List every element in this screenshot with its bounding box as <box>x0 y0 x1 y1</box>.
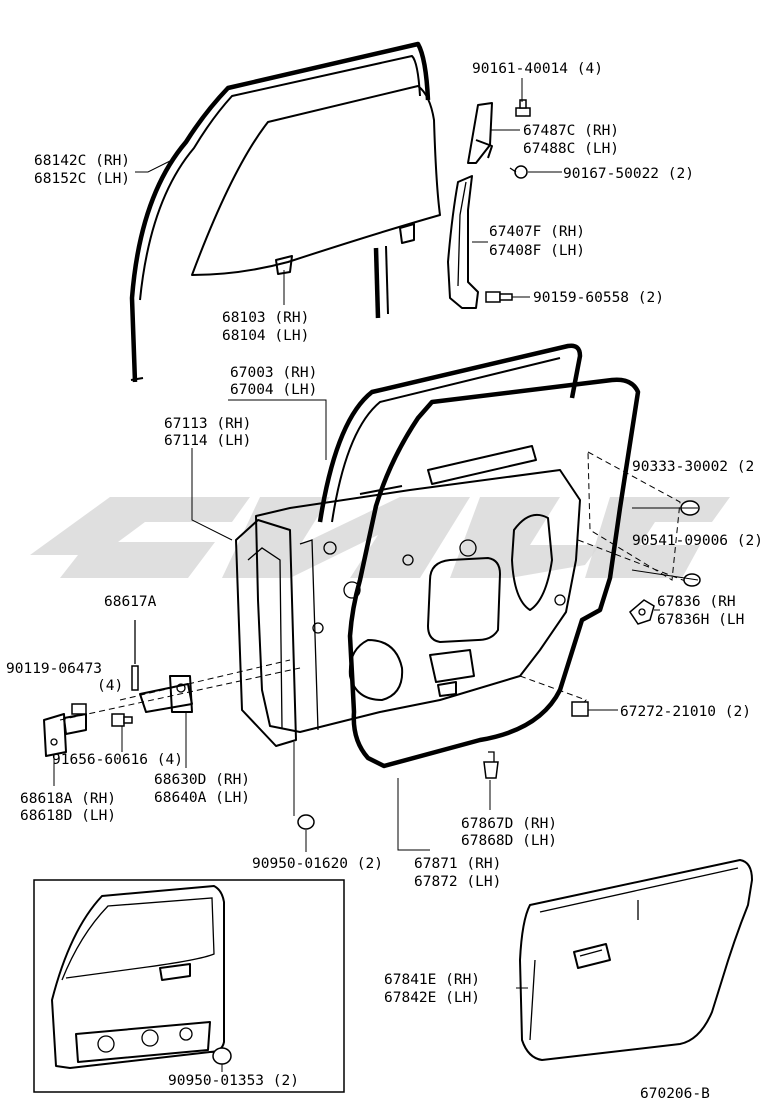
cover-67836 <box>629 599 655 625</box>
label-68640a: 68640A (LH) <box>154 790 250 806</box>
garnish-67487c <box>467 102 493 164</box>
door-hinge-pillar-inner <box>247 539 319 731</box>
label-91656: 91656-60616 (4) <box>52 752 183 768</box>
label-67408f: 67408F (LH) <box>489 243 585 259</box>
label-67841e: 67841E (RH) <box>384 972 480 988</box>
run-channel-inner <box>130 55 421 381</box>
inset-door-outline <box>51 885 225 1069</box>
dashed-guide-hinge <box>59 659 301 721</box>
label-67836h: 67836H (LH <box>657 612 744 628</box>
glass-clip-right <box>399 223 415 244</box>
label-67004: 67004 (LH) <box>230 382 317 398</box>
mount-hole-5 <box>554 594 566 606</box>
hinge-68618a <box>43 713 87 757</box>
bolt-90161 <box>515 99 531 117</box>
screw-90159 <box>485 291 513 303</box>
division-bar-inner <box>457 181 467 287</box>
label-90950-01353: 90950-01353 (2) <box>168 1073 299 1089</box>
label-67272: 67272-21010 (2) <box>620 704 751 720</box>
label-68104: 68104 (LH) <box>222 328 309 344</box>
door-frame-inner <box>331 357 561 523</box>
door-frame-67003 <box>317 343 583 523</box>
trim-board-inner <box>529 867 739 1041</box>
leader-lines <box>53 78 699 1072</box>
access-hole-right <box>511 514 553 611</box>
label-67842e: 67842E (LH) <box>384 990 480 1006</box>
label-67836: 67836 (RH <box>657 594 736 610</box>
rear-rail-inner <box>385 245 389 315</box>
hinge-68630d <box>139 675 193 713</box>
plug-90950-01353 <box>212 1047 232 1065</box>
rear-rail <box>373 247 381 319</box>
door-inner-panel-67113 <box>255 469 581 733</box>
bolt-90119 <box>71 703 87 715</box>
garnish-67487c-detail <box>475 139 493 159</box>
screw-90167 <box>509 165 528 179</box>
belt-molding-rail <box>359 445 537 495</box>
label-67487c: 67487C (RH) <box>523 123 619 139</box>
clip-90541 <box>683 573 701 587</box>
label-68142c: 68142C (RH) <box>34 153 130 169</box>
label-67867d: 67867D (RH) <box>461 816 557 832</box>
run-channel-68142c <box>129 41 431 383</box>
armrest-pull-handle <box>573 943 611 969</box>
mount-hole-2 <box>323 541 337 555</box>
glass-clip-left <box>275 255 293 275</box>
label-90950-01620: 90950-01620 (2) <box>252 856 383 872</box>
label-67871: 67871 (RH) <box>414 856 501 872</box>
label-90161: 90161-40014 (4) <box>472 61 603 77</box>
label-90167: 90167-50022 (2) <box>563 166 694 182</box>
cushion-67272 <box>571 701 589 717</box>
label-90159: 90159-60558 (2) <box>533 290 664 306</box>
inset-frame <box>33 879 345 1093</box>
label-67003: 67003 (RH) <box>230 365 317 381</box>
plug-90950-01620 <box>297 814 315 830</box>
label-67488c: 67488C (LH) <box>523 141 619 157</box>
door-hinge-pillar <box>235 519 297 747</box>
label-90333: 90333-30002 (2 <box>632 459 754 475</box>
label-67113: 67113 (RH) <box>164 416 251 432</box>
clip-67867d <box>483 751 499 779</box>
label-68617a: 68617A <box>104 594 157 610</box>
label-90119: 90119-06473 <box>6 661 102 677</box>
mount-hole-3 <box>343 581 361 599</box>
label-67407f: 67407F (RH) <box>489 224 585 240</box>
division-bar-67407f <box>447 175 479 309</box>
mount-hole-4 <box>402 554 414 566</box>
door-trim-board-67841e <box>519 859 753 1061</box>
label-68618d: 68618D (LH) <box>20 808 116 824</box>
mount-hole-1 <box>459 539 477 557</box>
pin-68617a <box>131 620 139 691</box>
label-90119-qty: (4) <box>97 678 123 694</box>
label-68103: 68103 (RH) <box>222 310 309 326</box>
label-68618a: 68618A (RH) <box>20 791 116 807</box>
dashed-guide-right <box>577 451 689 583</box>
door-weatherstrip-67871 <box>347 377 641 769</box>
lower-clip <box>437 681 457 697</box>
watermark-logo <box>30 497 730 578</box>
diagram-code: 670206-B <box>640 1086 710 1102</box>
label-67114: 67114 (LH) <box>164 433 251 449</box>
speaker-hole <box>348 639 404 701</box>
label-68152c: 68152C (LH) <box>34 171 130 187</box>
label-68630d: 68630D (RH) <box>154 772 250 788</box>
access-hole-lower <box>429 649 475 683</box>
door-glass-68103 <box>191 85 441 276</box>
label-67868d: 67868D (LH) <box>461 833 557 849</box>
bolt-91656 <box>111 713 133 727</box>
label-90541: 90541-09006 (2) <box>632 533 760 549</box>
mount-hole-6 <box>312 622 324 634</box>
access-hole-center <box>427 557 501 643</box>
label-67872: 67872 (LH) <box>414 874 501 890</box>
